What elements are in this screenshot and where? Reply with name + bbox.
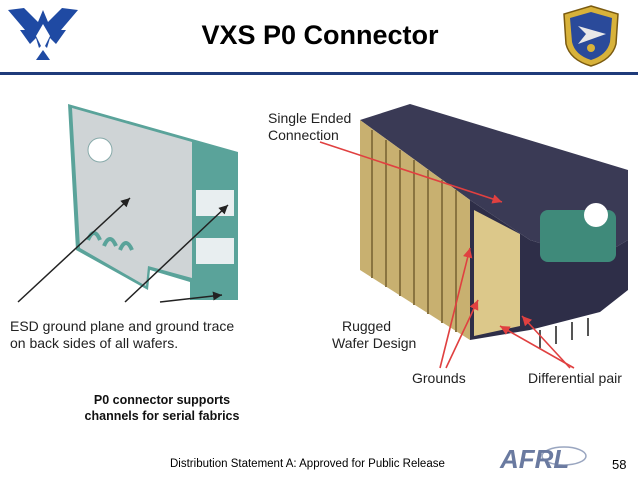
single-ended-label: Single Ended Connection bbox=[268, 110, 352, 143]
red-arrows bbox=[319, 141, 575, 369]
page-number: 58 bbox=[612, 457, 627, 472]
connector-illustration bbox=[17, 104, 628, 369]
distribution-statement: Distribution Statement A: Approved for P… bbox=[170, 458, 445, 470]
connector-body bbox=[360, 104, 628, 348]
rugged-label: Rugged Wafer Design bbox=[332, 318, 417, 351]
afrl-shield-icon bbox=[560, 4, 622, 68]
title-rule bbox=[0, 72, 638, 75]
afrl-logo: AFRL bbox=[499, 444, 587, 474]
connector-note: P0 connector supports channels for seria… bbox=[84, 393, 240, 423]
svg-text:AFRL: AFRL bbox=[499, 444, 569, 474]
pcb-wafer bbox=[68, 104, 238, 300]
air-force-wings-icon bbox=[6, 4, 80, 66]
grounds-label: Grounds bbox=[412, 370, 466, 386]
esd-label: ESD ground plane and ground trace on bac… bbox=[10, 318, 235, 351]
differential-pair-label: Differential pair bbox=[528, 370, 622, 386]
slide-title: VXS P0 Connector bbox=[201, 20, 439, 50]
esd-arrows bbox=[17, 197, 229, 303]
